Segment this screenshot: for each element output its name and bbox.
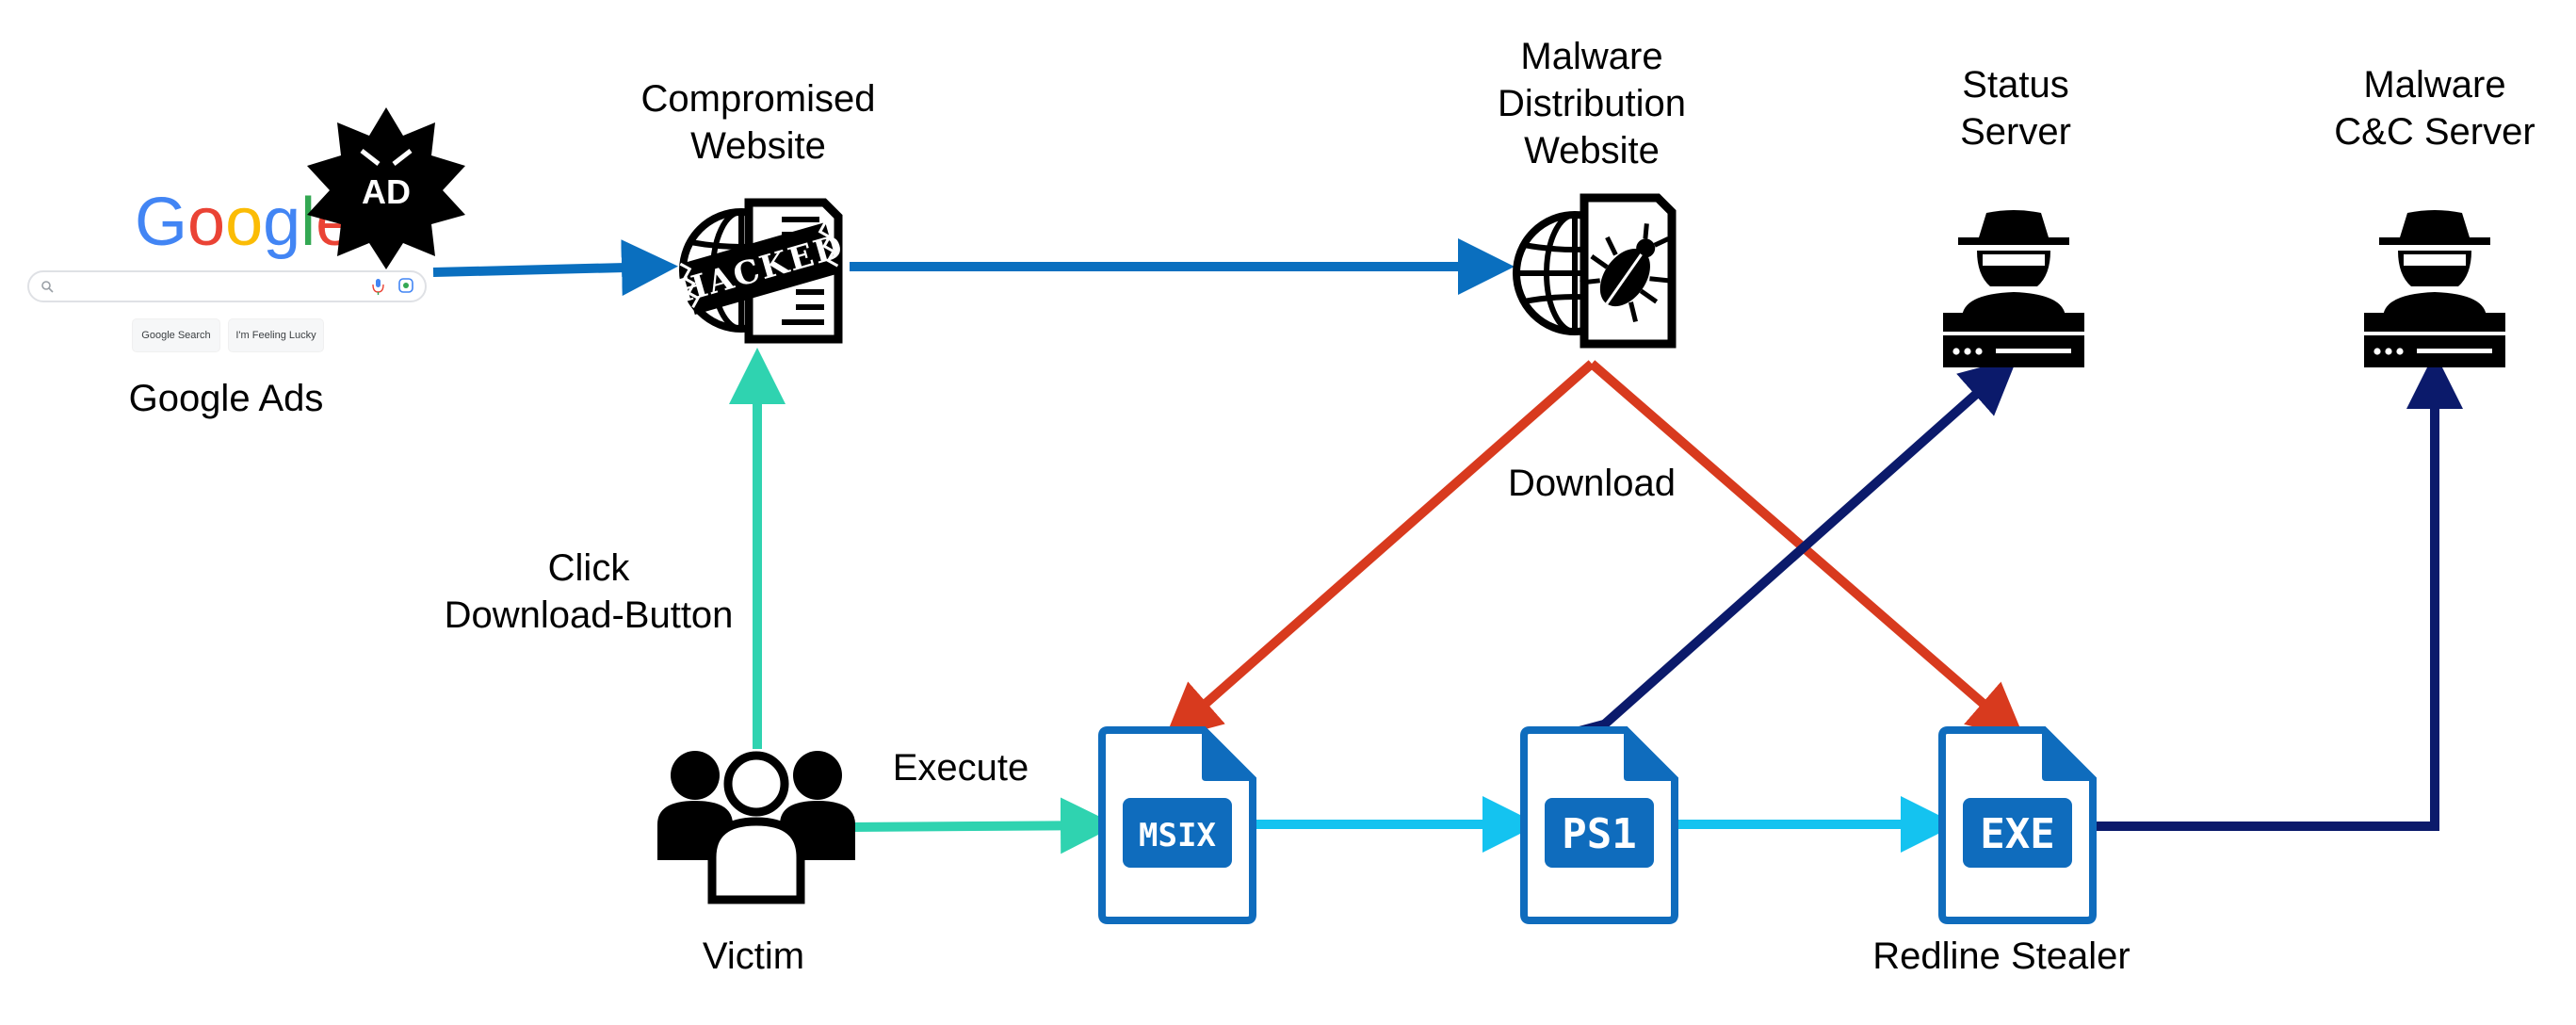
victim-label: Victim (702, 936, 805, 977)
exe-file-icon: EXE (1942, 730, 2093, 920)
distribution-website-label-line2: Distribution (1497, 83, 1687, 124)
lens-camera-icon[interactable] (398, 278, 413, 293)
exe-file-label: EXE (1980, 810, 2054, 858)
google-search-input[interactable] (27, 270, 427, 302)
ad-badge-text: AD (362, 172, 411, 211)
microphone-icon[interactable] (372, 279, 384, 295)
ps1-file-icon: PS1 (1524, 730, 1675, 920)
distribution-website-label-line3: Website (1524, 130, 1660, 171)
cc-server-label-line1: Malware (2363, 64, 2506, 106)
status-server-icon (1943, 210, 2084, 367)
google-ads-label: Google Ads (128, 378, 324, 419)
search-icon (41, 281, 54, 293)
arrow-victim-execute-msix (849, 797, 1117, 854)
google-logo: Google (135, 185, 353, 260)
arrow-google-to-compromised (432, 239, 678, 297)
download-label: Download (1508, 463, 1676, 504)
status-server-label-line1: Status (1962, 64, 2069, 106)
msix-file-label: MSIX (1139, 817, 1216, 854)
arrow-ps1-status-server (1551, 357, 2017, 776)
cc-server-icon (2364, 210, 2505, 367)
compromised-website-label-line2: Website (690, 125, 826, 167)
compromised-website-label-line1: Compromised (640, 78, 876, 120)
distribution-website-label-line1: Malware (1520, 36, 1663, 77)
google-ads-node: Google AD (27, 107, 465, 302)
redline-stealer-label: Redline Stealer (1872, 936, 2130, 977)
google-search-button[interactable]: Google Search (132, 318, 220, 352)
edges (432, 238, 2463, 854)
feeling-lucky-button[interactable]: I'm Feeling Lucky (228, 318, 324, 352)
ad-badge-icon: AD (307, 107, 465, 269)
ps1-file-label: PS1 (1562, 810, 1636, 858)
users-group-icon (657, 751, 855, 904)
cc-server-label-line2: C&C Server (2334, 111, 2535, 153)
click-label-line1: Click (547, 547, 630, 589)
arrow-exe-to-cc-server (2083, 352, 2463, 831)
malware-distribution-website-icon (1516, 193, 1677, 349)
google-logo-text: Google (135, 185, 353, 260)
execute-label: Execute (892, 747, 1029, 789)
click-label-line2: Download-Button (444, 594, 734, 636)
compromised-website-icon: HACKED (672, 198, 849, 344)
status-server-label-line2: Server (1960, 111, 2071, 153)
msix-file-icon: MSIX (1102, 730, 1253, 920)
arrow-download-msix (1163, 360, 1596, 740)
